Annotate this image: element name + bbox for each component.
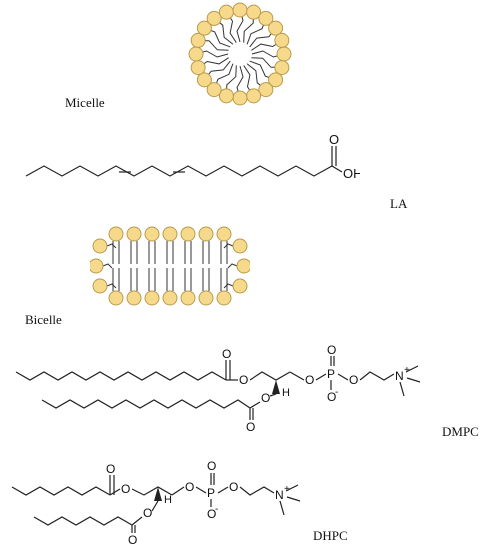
lipid-headgroup: [216, 290, 232, 306]
linoleic-acid-structure: O OH: [25, 132, 360, 181]
lipid-headgroup: [92, 278, 108, 294]
dhpc-phosphate-o1: O: [185, 480, 194, 494]
dmpc-chain-1: [15, 371, 227, 381]
dhpc-chain-1: [11, 486, 111, 496]
dhpc-minus-charge: -: [215, 504, 218, 515]
lipid-headgroup: [246, 4, 262, 20]
lipid-tail: [227, 263, 238, 269]
dmpc-phosphorus: P: [327, 367, 335, 381]
la-carbonyl-oxygen: O: [329, 132, 339, 147]
dhpc-ester2-o: O: [143, 506, 152, 520]
lipid-tail: [106, 283, 117, 289]
lipid-headgroup: [246, 88, 262, 104]
dhpc-phosphate-o-double: O: [207, 459, 216, 473]
lipid-headgroup: [196, 20, 212, 36]
lipid-headgroup: [232, 238, 248, 254]
dmpc-phosphate-o-minus: O: [327, 390, 336, 404]
lipid-headgroup: [90, 258, 104, 274]
dmpc-minus-charge: -: [335, 387, 338, 398]
lipid-tail: [223, 243, 234, 249]
dhpc-plus-charge: +: [284, 484, 290, 495]
lipid-headgroup: [216, 226, 232, 242]
lipid-headgroup: [92, 238, 108, 254]
lipid-headgroup: [276, 46, 292, 62]
dmpc-phosphate-o1: O: [305, 373, 314, 387]
lipid-headgroup: [232, 90, 248, 106]
lipid-headgroup: [198, 290, 214, 306]
dhpc-stereo-h: H: [164, 494, 172, 506]
bicelle-headgroups: [90, 226, 250, 306]
la-hydroxyl: OH: [343, 166, 360, 181]
lipid-headgroup: [188, 46, 204, 62]
dhpc-chain-2: [33, 516, 133, 526]
dhpc-structure: O O H O P O O - O N + O O: [11, 459, 301, 545]
lipid-headgroup: [162, 226, 178, 242]
lipid-headgroup: [190, 60, 206, 76]
dmpc-glycerol: [249, 371, 291, 381]
lipid-headgroup: [162, 290, 178, 306]
dhpc-phosphate-o-minus: O: [207, 507, 216, 521]
lipid-headgroup: [108, 226, 124, 242]
la-carbon-chain: [25, 165, 333, 177]
lipid-headgroup: [126, 290, 142, 306]
lipid-headgroup: [180, 290, 196, 306]
dmpc-label: DMPC: [442, 424, 479, 439]
dmpc-ester1-o: O: [239, 373, 248, 387]
dmpc-ester1-carbonyl-o: O: [222, 347, 231, 361]
micelle-diagram: [188, 2, 292, 106]
dhpc-ester1-o: O: [121, 482, 130, 496]
dmpc-structure: O O H O P O O - O N + O O: [15, 343, 421, 434]
lipid-headgroup: [190, 32, 206, 48]
lipid-headgroup: [268, 20, 284, 36]
dmpc-phosphate-o-double: O: [327, 343, 336, 357]
lipid-headgroup: [258, 82, 274, 98]
lipid-headgroup: [218, 4, 234, 20]
dhpc-label: DHPC: [313, 528, 348, 543]
lipid-headgroup: [274, 60, 290, 76]
lipid-headgroup: [206, 82, 222, 98]
lipid-headgroup: [232, 2, 248, 18]
dmpc-plus-charge: +: [404, 365, 410, 376]
lipid-headgroup: [108, 290, 124, 306]
dmpc-stereo-h: H: [282, 387, 290, 399]
lipid-headgroup: [268, 72, 284, 88]
bicelle-tails: [102, 241, 238, 291]
lipid-headgroup: [258, 10, 274, 26]
la-hydroxyl-bond: [331, 165, 343, 173]
lipid-headgroup: [232, 278, 248, 294]
dhpc-phosphorus: P: [207, 486, 215, 500]
lipid-headgroup: [180, 226, 196, 242]
dmpc-nitrogen: N: [395, 369, 404, 383]
lipid-headgroup: [196, 72, 212, 88]
lipid-headgroup: [144, 290, 160, 306]
bicelle-label: Bicelle: [25, 312, 62, 327]
dmpc-wedge: [272, 380, 280, 394]
micelle-headgroups: [188, 2, 292, 106]
lipid-headgroup: [144, 226, 160, 242]
dmpc-chain-2: [41, 399, 251, 409]
bicelle-diagram: [90, 226, 250, 306]
dhpc-phosphate-o2: O: [229, 480, 238, 494]
lipid-headgroup: [218, 88, 234, 104]
lipid-headgroup: [274, 32, 290, 48]
lipid-tail: [106, 243, 117, 249]
dmpc-phosphate-o2: O: [349, 373, 358, 387]
lipid-headgroup: [206, 10, 222, 26]
dhpc-ester1-carbonyl-o: O: [106, 462, 115, 476]
dhpc-wedge: [154, 487, 162, 501]
lipid-tail: [102, 263, 113, 269]
lipid-headgroup: [126, 226, 142, 242]
micelle-label: Micelle: [65, 95, 105, 110]
dhpc-nitrogen: N: [275, 488, 284, 502]
lipid-headgroup: [198, 226, 214, 242]
dmpc-ester2-o: O: [261, 391, 270, 405]
la-label: LA: [390, 196, 408, 211]
lipid-tail: [223, 283, 234, 289]
lipid-headgroup: [236, 258, 250, 274]
dmpc-ester2-carbonyl-o: O: [246, 420, 255, 434]
dhpc-ester2-carbonyl-o: O: [128, 533, 137, 545]
